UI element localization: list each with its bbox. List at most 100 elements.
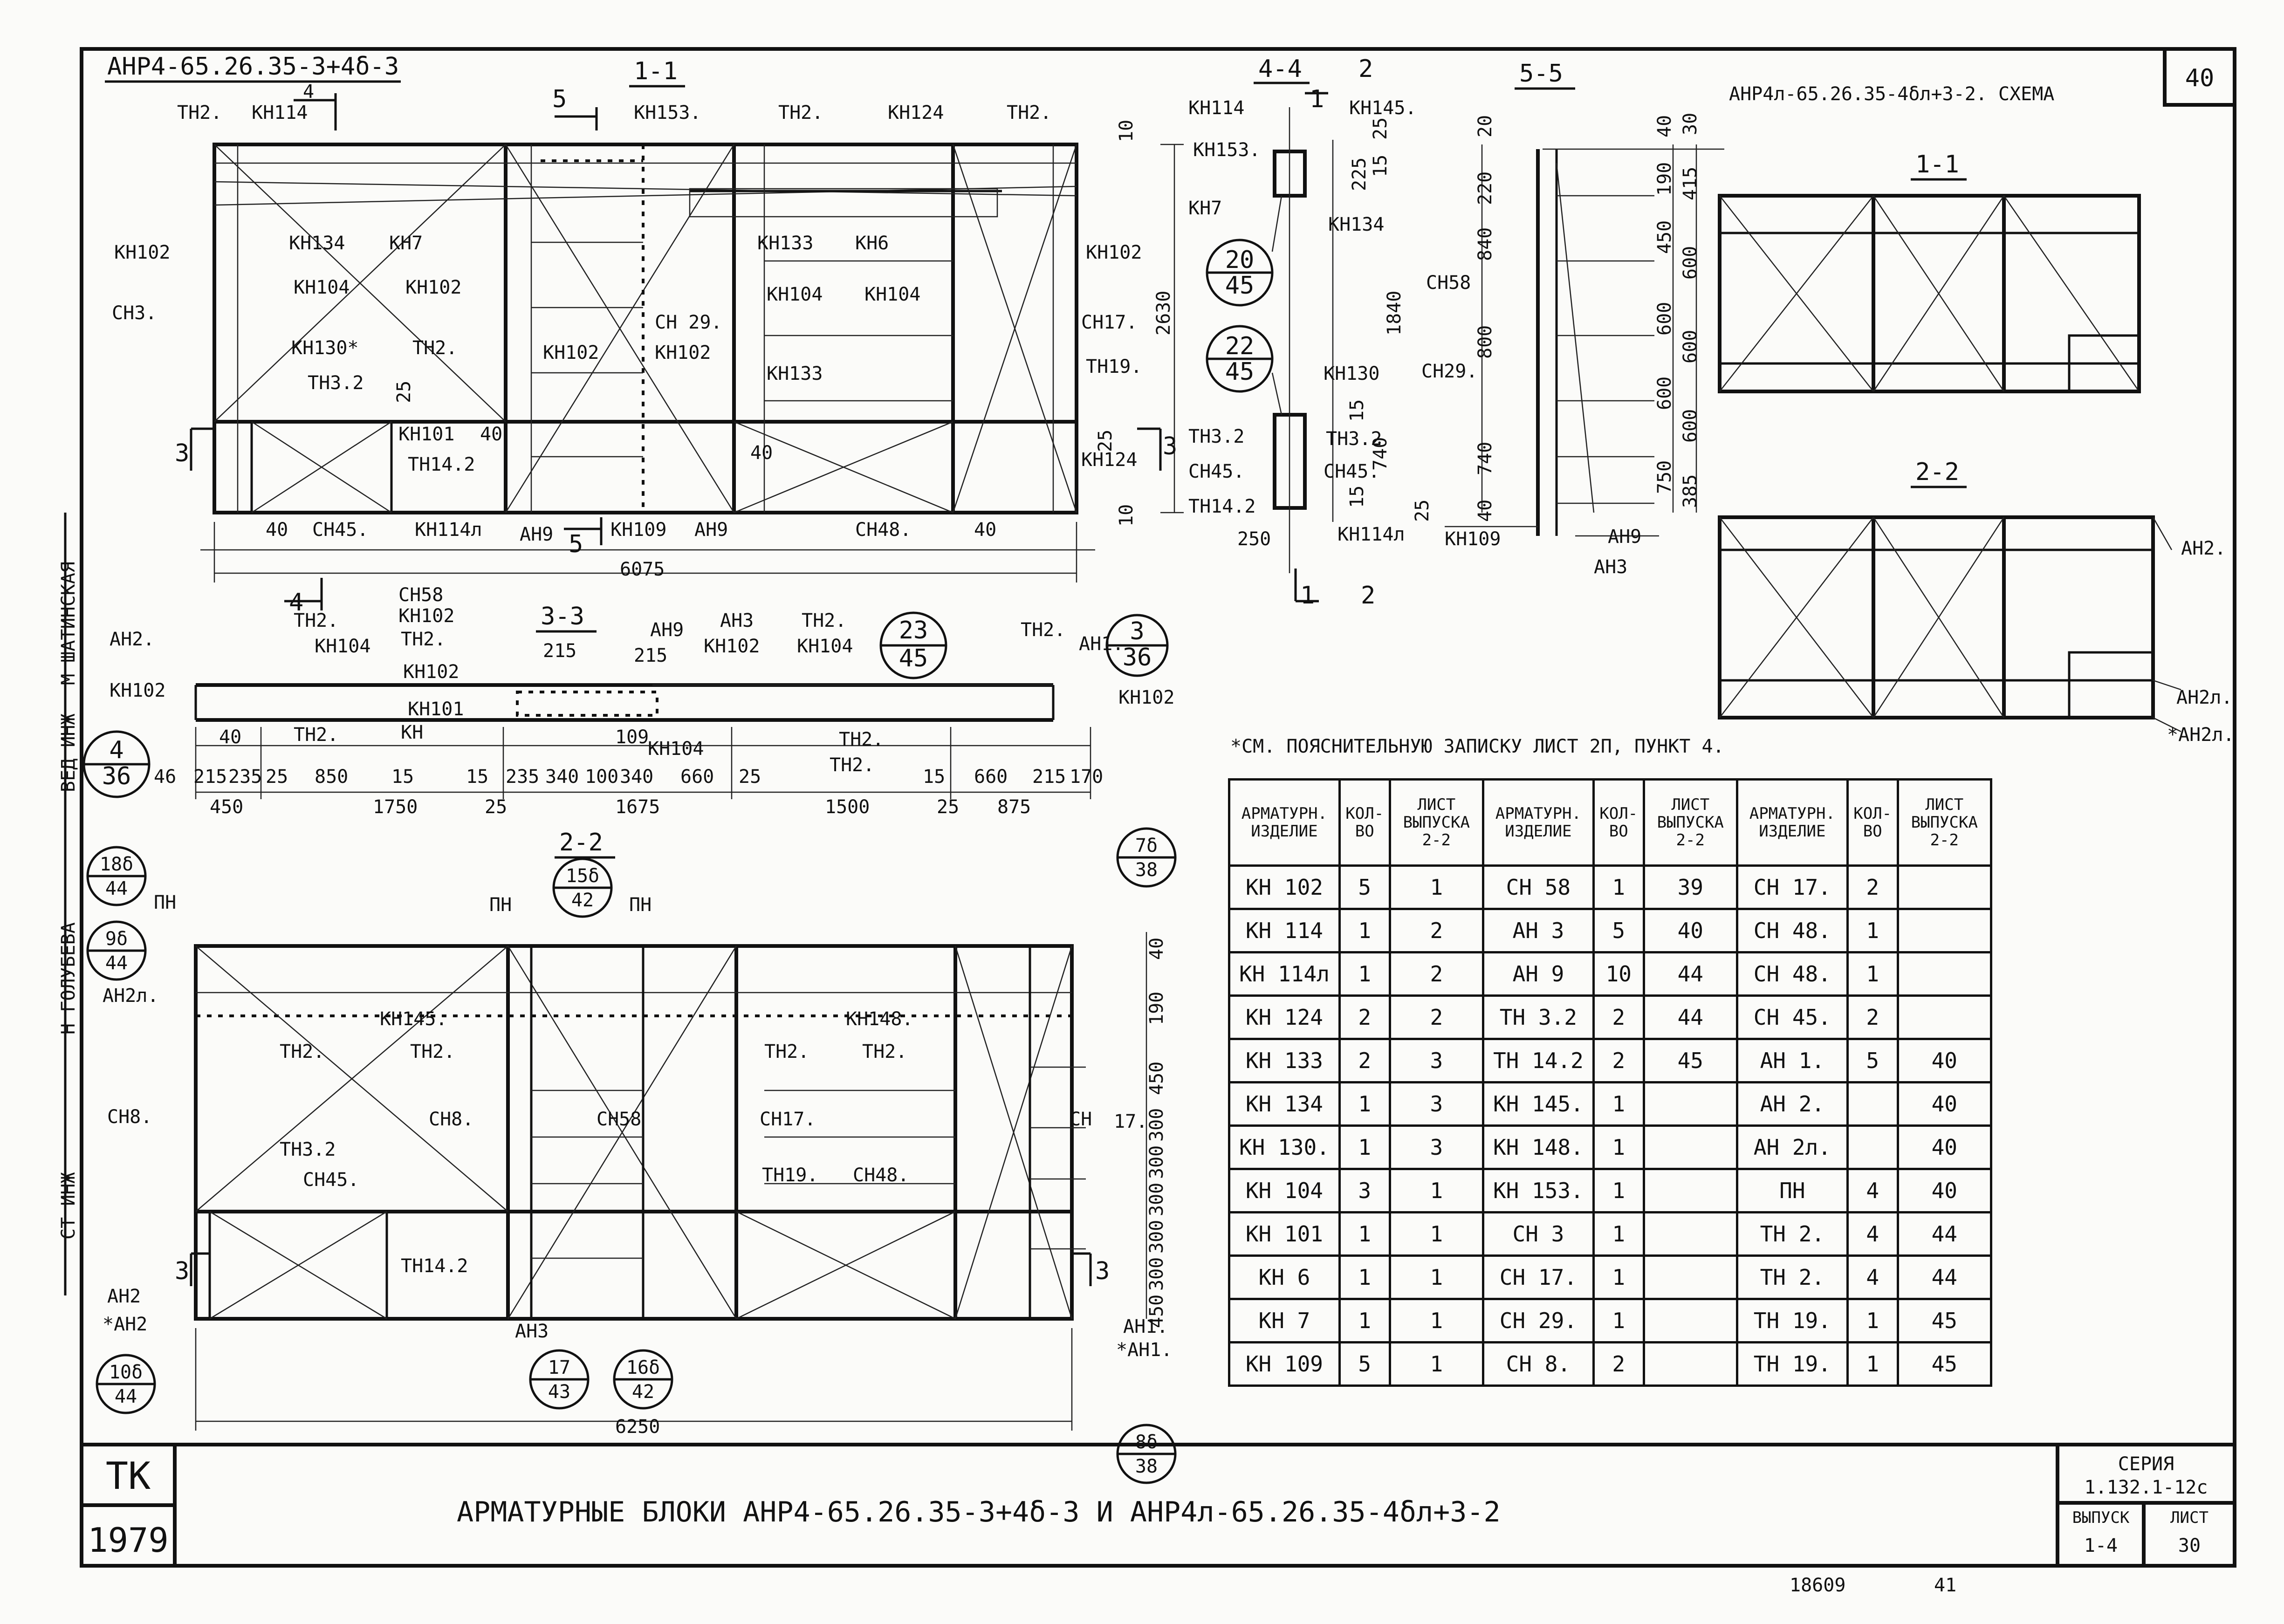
drawing-title: АРМАТУРНЫЕ БЛОКИ АНР4-65.26.35-3+4δ-3 И … [457,1496,1501,1528]
svg-text:ТН2.: ТН2. [1007,102,1051,123]
svg-text:3: 3 [175,439,189,467]
svg-text:КН133: КН133 [757,233,813,254]
section-2-2-labels: ПН ПН ПН АН2л. КН145. КН148. СН8. ТН2. Т… [100,835,1173,1477]
table-cell: ТН 19. [1735,1298,1849,1343]
svg-text:КН104: КН104 [767,284,823,305]
svg-text:109: 109 [615,726,649,748]
table-header-cell: АРМАТУРН. ИЗДЕЛИЕ [1482,778,1595,867]
svg-text:КН114л: КН114л [1337,524,1405,545]
svg-text:38: 38 [1135,1456,1158,1477]
table-cell: 44 [1642,994,1738,1040]
table-cell: 10 [1592,951,1645,997]
svg-text:ТН3.2: ТН3.2 [1188,426,1244,447]
table-cell: 1 [1338,951,1391,997]
table-header-cell: АРМАТУРН. ИЗДЕЛИЕ [1735,778,1849,867]
svg-text:КН102: КН102 [543,342,599,363]
table-cell: 1 [1388,1341,1484,1387]
svg-text:100: 100 [585,766,618,788]
svg-text:30: 30 [1680,113,1701,135]
svg-text:3: 3 [1130,617,1144,645]
table-cell: 40 [1896,1081,1993,1127]
svg-text:170: 170 [1070,766,1103,788]
table-cell: 1 [1338,1254,1391,1300]
table-cell: 2 [1388,994,1484,1040]
svg-text:3: 3 [1095,1257,1110,1285]
svg-text:ТН2.: ТН2. [177,102,222,123]
svg-text:1840: 1840 [1384,291,1405,336]
svg-text:40: 40 [266,519,288,541]
table-cell: 1 [1846,1298,1899,1343]
svg-text:1675: 1675 [615,796,660,818]
svg-text:300: 300 [1146,1183,1167,1216]
circle-ref-20-45: 20 [1225,246,1255,274]
svg-text:450: 450 [1654,220,1675,254]
table-cell [1846,1081,1899,1127]
svg-text:КН104: КН104 [864,284,920,305]
svg-text:3-3: 3-3 [541,603,584,630]
table-cell: АН 9 [1482,951,1595,997]
svg-text:КН7: КН7 [389,233,423,254]
svg-text:СН45.: СН45. [312,519,368,541]
svg-text:АН9: АН9 [520,524,553,545]
svg-text:КН153.: КН153. [1193,139,1261,161]
table-cell: 1 [1338,1298,1391,1343]
table-cell: КН 109 [1228,1341,1341,1387]
svg-text:АН2л.: АН2л. [103,985,158,1007]
svg-text:КН114л: КН114л [415,519,482,541]
svg-text:750: 750 [1654,460,1675,494]
svg-text:АН9: АН9 [694,519,728,541]
svg-text:1: 1 [1310,85,1324,113]
table-cell: 1 [1592,1081,1645,1127]
svg-text:СН58: СН58 [398,584,443,606]
svg-text:6075: 6075 [620,559,665,580]
table-cell: КН 7 [1228,1298,1341,1343]
table-header-cell: ЛИСТ ВЫПУСКА 2-2 [1388,778,1484,867]
table-cell [1642,1211,1738,1257]
svg-text:450: 450 [210,796,243,818]
table-header-cell: АРМАТУРН. ИЗДЕЛИЕ [1228,778,1341,867]
svg-text:44: 44 [105,878,128,899]
stamp-name-2: М ШАТИНСКАЯ [58,562,79,685]
svg-text:840: 840 [1475,227,1496,261]
section-5-5-labels: СН58 СН29. КН109 АН9 АН3 20 220 840 800 … [1421,113,1701,578]
svg-text:ТН2.: ТН2. [778,102,823,123]
svg-text:ТН2.: ТН2. [410,1041,455,1062]
svg-text:40: 40 [974,519,996,541]
svg-text:ТН19.: ТН19. [1086,356,1142,377]
table-cell: КН 114 [1228,908,1341,953]
section-2-2: 2-2 [86,827,1177,1484]
svg-text:ТН14.2: ТН14.2 [1188,496,1256,517]
table-cell: ТН 2. [1735,1211,1849,1257]
table-cell: 1 [1846,1341,1899,1387]
svg-text:ТН3.2: ТН3.2 [308,372,364,394]
table-cell: 1 [1338,1081,1391,1127]
svg-text:*АН1.: *АН1. [1116,1339,1172,1361]
svg-text:450: 450 [1146,1062,1167,1095]
svg-text:5-5: 5-5 [1519,60,1563,88]
table-cell: 1 [1592,1254,1645,1300]
svg-text:6250: 6250 [615,1416,660,1438]
svg-text:10: 10 [1116,504,1137,527]
table-cell: КН 101 [1228,1211,1341,1257]
svg-text:600: 600 [1654,302,1675,336]
table-cell: 44 [1896,1211,1993,1257]
svg-text:КН102: КН102 [110,680,165,701]
svg-text:41: 41 [1934,1575,1956,1596]
title-block: ТК 1979 АРМАТУРНЫЕ БЛОКИ АНР4-65.26.35-3… [88,1453,2209,1560]
svg-text:9δ: 9δ [105,928,128,950]
svg-text:25: 25 [1370,117,1391,140]
svg-text:ПН: ПН [489,894,512,916]
table-cell: КН 153. [1482,1168,1595,1213]
svg-text:КН130*: КН130* [291,337,359,359]
table-cell [1642,1254,1738,1300]
svg-text:КН134: КН134 [1328,214,1384,235]
svg-text:38: 38 [1135,859,1158,881]
sheet-frame [80,47,2236,1568]
schema-labels: АН2. АН2л. *АН2л. [2167,538,2235,746]
svg-text:25: 25 [393,381,415,403]
svg-text:ТН14.2: ТН14.2 [408,454,475,475]
svg-text:17.: 17. [1114,1111,1147,1132]
svg-text:340: 340 [545,766,579,788]
